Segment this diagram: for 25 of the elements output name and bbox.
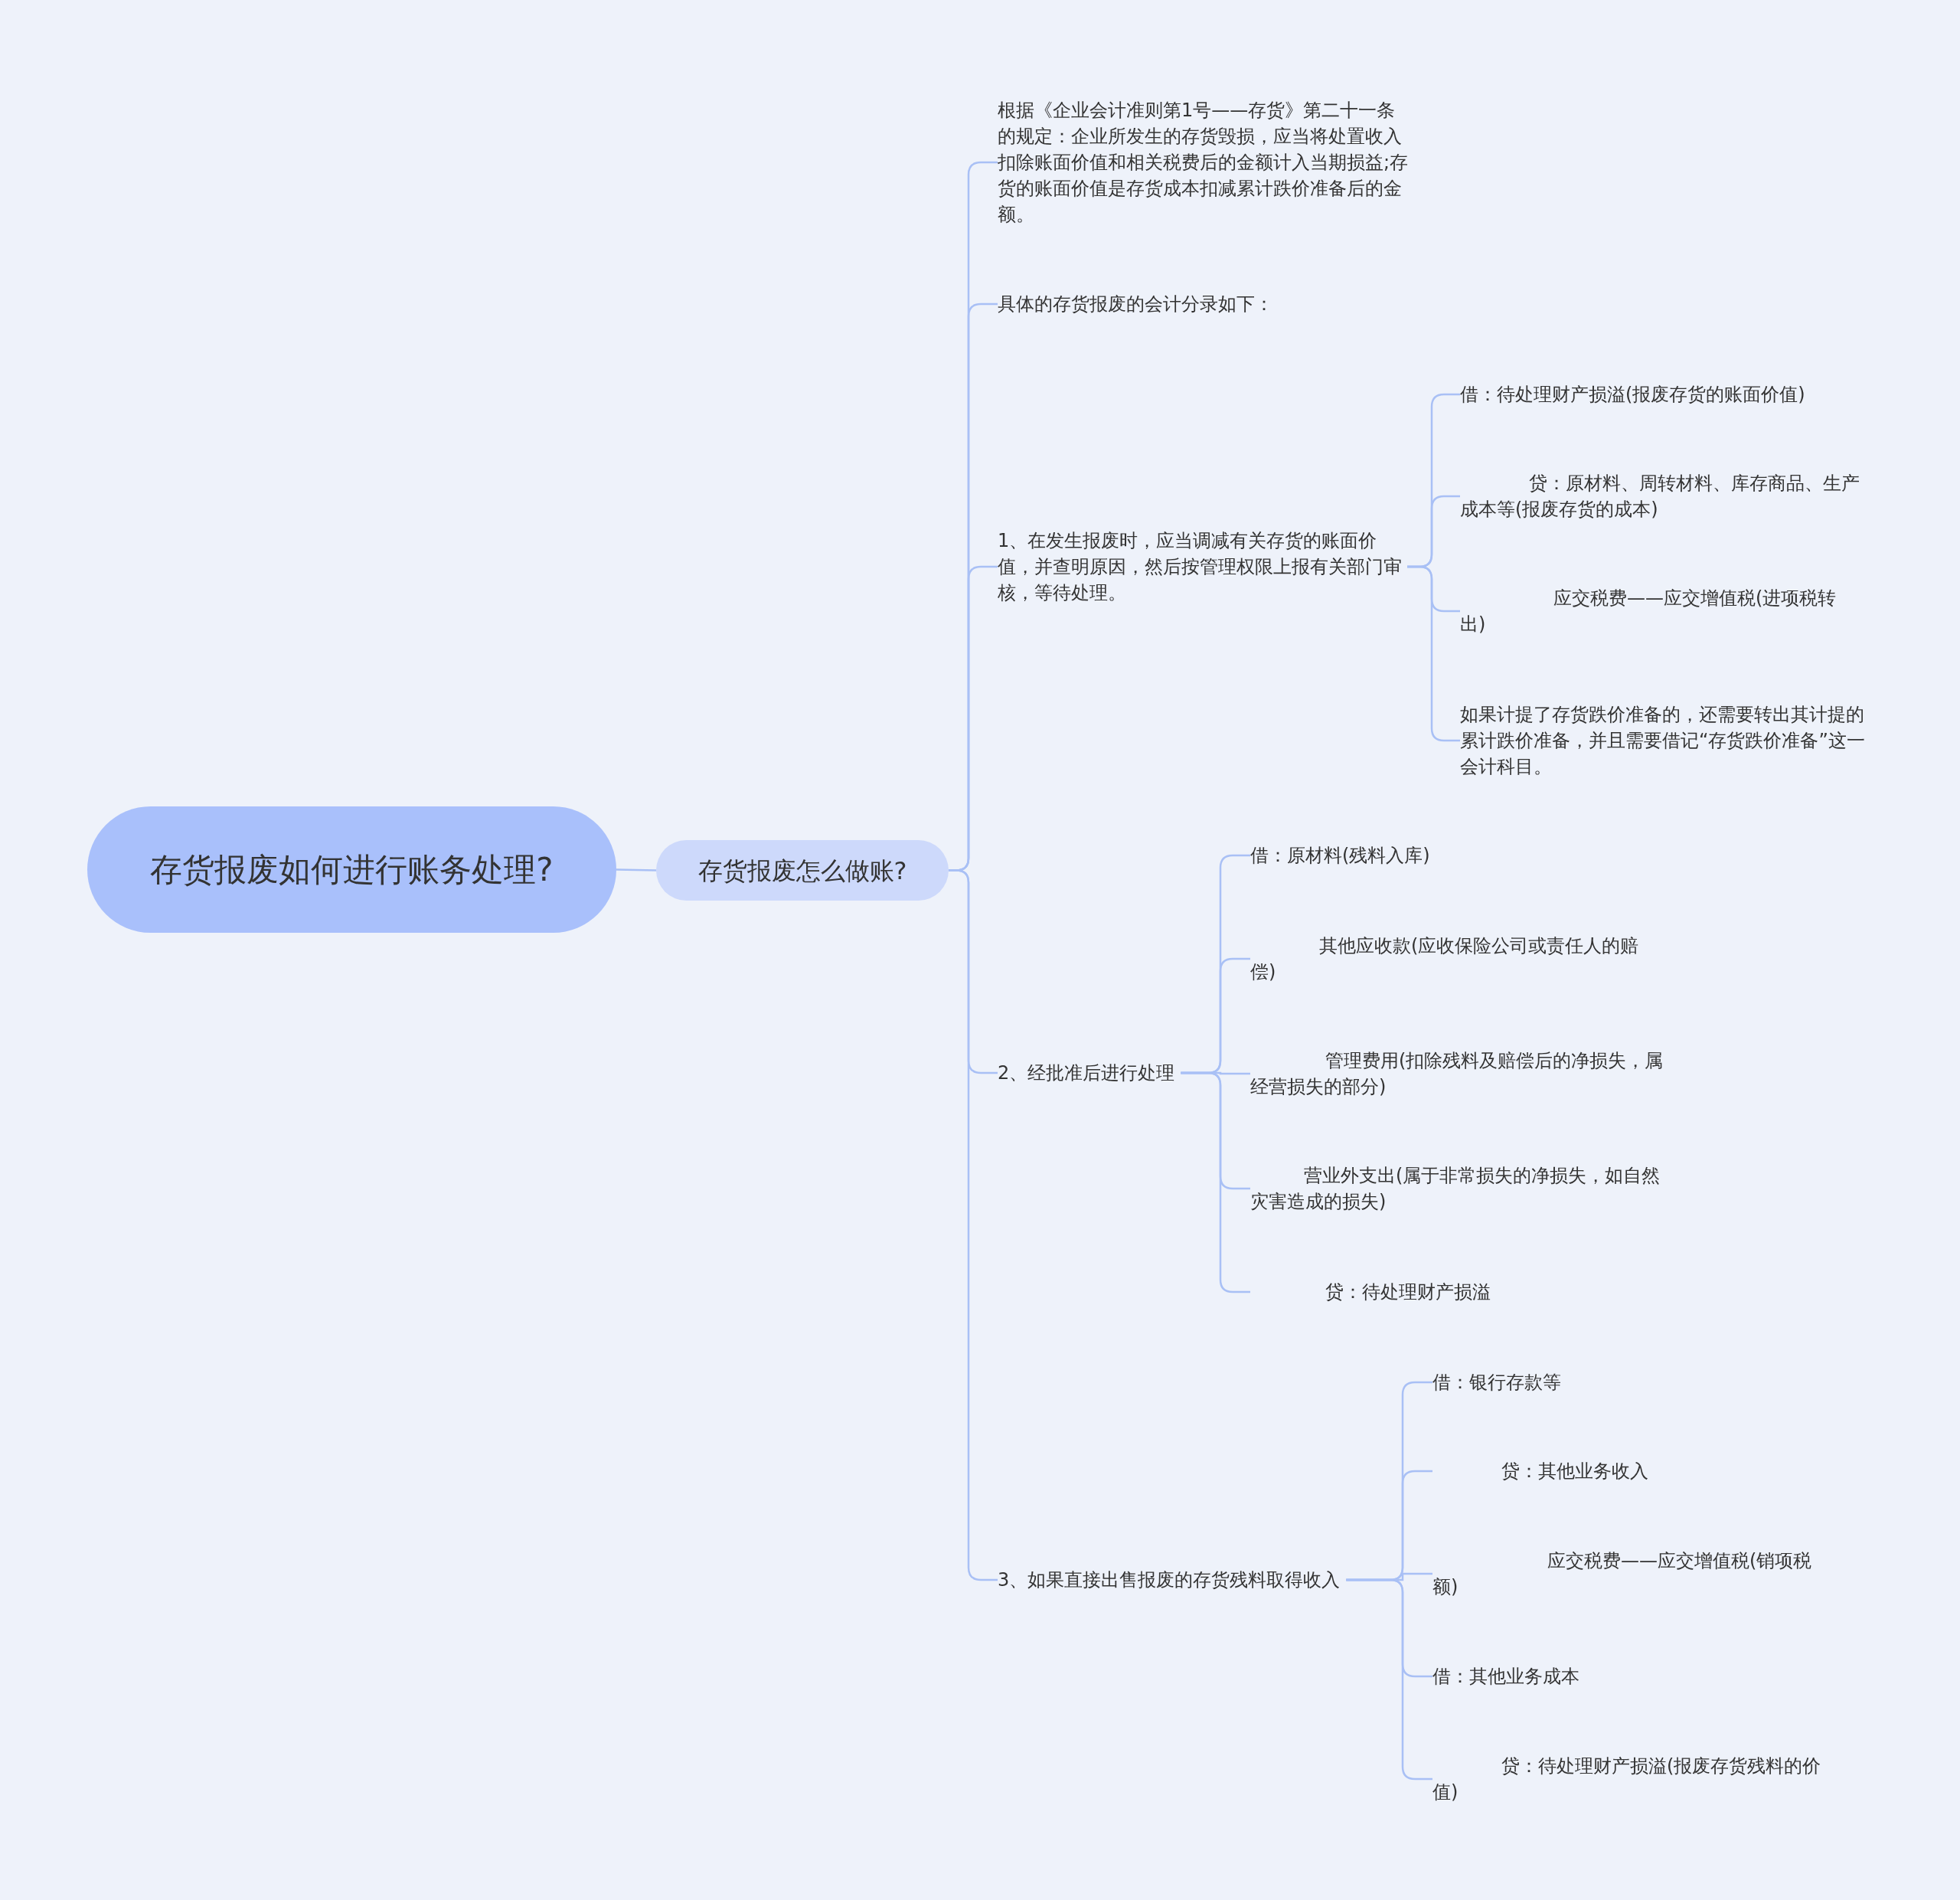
topic-bubble: 存货报废怎么做账? bbox=[656, 840, 949, 901]
root-topic: 存货报废如何进行账务处理? bbox=[87, 806, 616, 933]
branch-text: 借：其他业务成本 bbox=[1432, 1663, 1846, 1689]
branch-text: 管理费用(扣除残料及赔偿后的净损失，属经营损失的部分) bbox=[1250, 1048, 1664, 1100]
branch-text: 3、如果直接出售报废的存货残料取得收入 bbox=[998, 1567, 1380, 1593]
branch-text: 借：原材料(残料入库) bbox=[1250, 842, 1664, 868]
branch-text: 如果计提了存货跌价准备的，还需要转出其计提的累计跌价准备，并且需要借记“存货跌价准备”这一会计科目。 bbox=[1460, 701, 1873, 780]
branch-text: 贷：待处理财产损溢 bbox=[1250, 1279, 1664, 1305]
connector bbox=[1407, 565, 1460, 742]
branch-text: 其他应收款(应收保险公司或责任人的赔偿) bbox=[1250, 933, 1664, 985]
branch-text: 贷：其他业务收入 bbox=[1432, 1458, 1846, 1484]
branch-text: 根据《企业会计准则第1号——存货》第二十一条的规定：企业所发生的存货毁损，应当将处置收入扣除账面价值和相关税费后的金额计入当期损益;存货的账面价值是存货成本扣减累计跌价准备后的金额。 bbox=[998, 97, 1411, 227]
branch-text: 借：待处理财产损溢(报废存货的账面价值) bbox=[1460, 381, 1873, 407]
branch-text: 应交税费——应交增值税(进项税转出) bbox=[1460, 585, 1847, 637]
branch-text: 2、经批准后进行处理 bbox=[998, 1060, 1197, 1086]
branch-text: 贷：待处理财产损溢(报废存货残料的价值) bbox=[1432, 1753, 1846, 1805]
branch-text: 具体的存货报废的会计分录如下： bbox=[998, 291, 1411, 317]
branch-text: 贷：原材料、周转材料、库存商品、生产成本等(报废存货的成本) bbox=[1460, 470, 1873, 522]
branch-text: 营业外支出(属于非常损失的净损失，如自然灾害造成的损失) bbox=[1250, 1163, 1664, 1215]
branch-text: 借：银行存款等 bbox=[1432, 1369, 1846, 1395]
branch-text: 应交税费——应交增值税(销项税额) bbox=[1432, 1548, 1819, 1600]
connector bbox=[1181, 1071, 1250, 1293]
branch-text: 1、在发生报废时，应当调减有关存货的账面价值，并查明原因，然后按管理权限上报有关部门审核，等待处理。 bbox=[998, 528, 1407, 606]
connector bbox=[616, 868, 657, 872]
connector bbox=[1346, 1578, 1432, 1781]
